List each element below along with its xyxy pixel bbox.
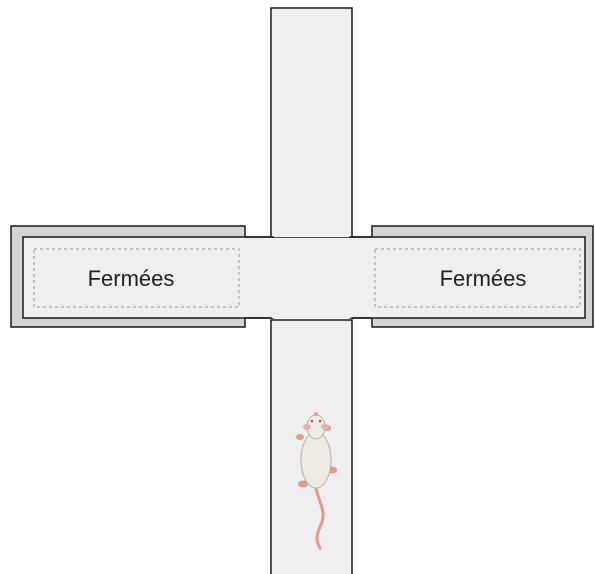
closed-arm-left (10, 225, 274, 328)
center-square (272, 238, 351, 318)
right-arm-label: Fermées (440, 266, 527, 291)
left-arm-inner-dashed (33, 248, 240, 308)
left-arm-label: Fermées (88, 266, 175, 291)
mouse-icon (296, 412, 337, 550)
closed-arm-right (349, 225, 594, 328)
open-arm-top (270, 7, 353, 239)
right-arm-inner-dashed (374, 248, 581, 308)
